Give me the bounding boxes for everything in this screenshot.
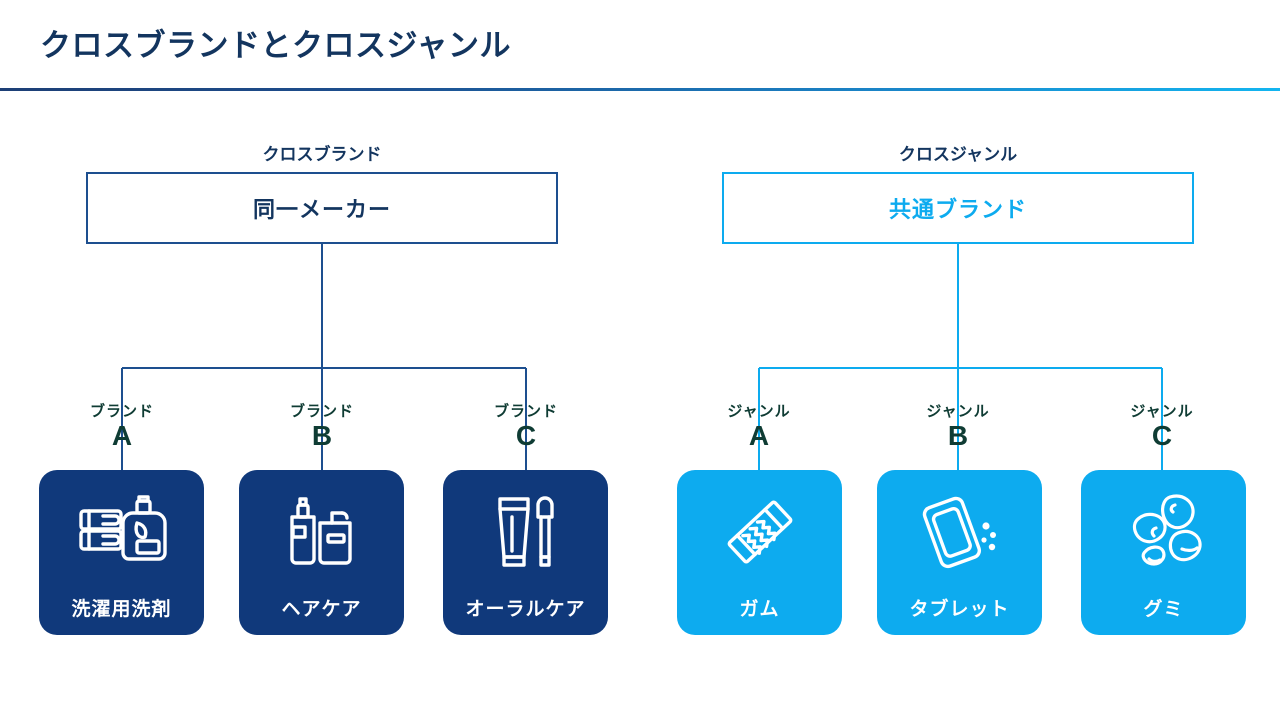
head-box-same-manufacturer: 同一メーカー xyxy=(86,172,558,244)
card-oral-care[interactable]: オーラルケア xyxy=(443,470,608,635)
hair-care-bottles-icon xyxy=(239,470,404,594)
laundry-detergent-icon xyxy=(39,470,204,594)
group-caption-cross-brand: クロスブランド xyxy=(262,145,382,164)
branch-letter: C xyxy=(1151,419,1173,451)
branch-letter: A xyxy=(748,419,770,451)
head-box-common-brand: 共通ブランド xyxy=(722,172,1194,244)
card-gum[interactable]: ガム xyxy=(677,470,842,635)
gummy-candies-icon xyxy=(1081,470,1246,594)
branch-letter: C xyxy=(515,419,537,451)
card-label: ヘアケア xyxy=(281,599,362,620)
branch-kind: ジャンル xyxy=(926,403,990,420)
card-gummy[interactable]: グミ xyxy=(1081,470,1246,635)
gum-stick-icon xyxy=(677,470,842,594)
page-title: クロスブランドとクロスジャンル xyxy=(40,28,511,63)
card-hair-care[interactable]: ヘアケア xyxy=(239,470,404,635)
branch-label-brand-c: ブランド C xyxy=(446,403,606,451)
branch-kind: ブランド xyxy=(89,403,154,420)
branch-kind: ジャンル xyxy=(1130,403,1194,420)
head-box-label: 共通ブランド xyxy=(888,197,1027,222)
branch-kind: ブランド xyxy=(289,403,354,420)
branch-letter: B xyxy=(311,419,333,451)
card-label: タブレット xyxy=(909,599,1010,620)
branch-label-genre-b: ジャンル B xyxy=(878,403,1038,451)
group-caption-cross-genre: クロスジャンル xyxy=(898,145,1018,164)
toothpaste-toothbrush-icon xyxy=(443,470,608,594)
card-label: 洗濯用洗剤 xyxy=(71,599,172,620)
card-tablet[interactable]: タブレット xyxy=(877,470,1042,635)
branch-letter: B xyxy=(947,419,969,451)
branch-kind: ブランド xyxy=(493,403,558,420)
tablet-case-icon xyxy=(877,470,1042,594)
branch-label-genre-a: ジャンル A xyxy=(679,403,839,451)
branch-label-brand-b: ブランド B xyxy=(242,403,402,451)
branch-label-genre-c: ジャンル C xyxy=(1082,403,1242,451)
card-laundry-detergent[interactable]: 洗濯用洗剤 xyxy=(39,470,204,635)
head-box-label: 同一メーカー xyxy=(252,197,391,222)
branch-letter: A xyxy=(111,419,133,451)
card-label: ガム xyxy=(739,599,780,620)
branch-label-brand-a: ブランド A xyxy=(42,403,202,451)
card-label: グミ xyxy=(1143,599,1184,620)
card-label: オーラルケア xyxy=(465,599,586,620)
title-divider xyxy=(0,88,1280,91)
branch-kind: ジャンル xyxy=(727,403,791,420)
